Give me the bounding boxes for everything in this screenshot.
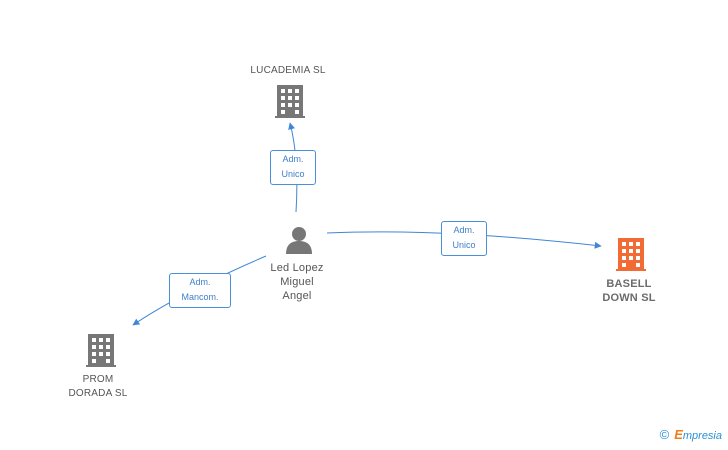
- building-icon[interactable]: [275, 85, 305, 118]
- person-name-line-2: Miguel: [280, 276, 314, 288]
- role-badge-line-1: Adm.: [189, 277, 211, 287]
- company-label-prom[interactable]: PROM DORADA SL: [48, 373, 148, 401]
- person-name-line-1: Led Lopez: [270, 262, 324, 274]
- brand-logo: Empresia: [674, 427, 722, 442]
- role-badge-line-2: Mancom.: [181, 292, 219, 302]
- building-icon[interactable]: [86, 334, 116, 367]
- company-label-basell[interactable]: BASELL DOWN SL: [579, 277, 679, 305]
- role-badge-line-1: Adm.: [453, 225, 475, 235]
- company-name-line-1: BASELL: [606, 278, 652, 290]
- person-label[interactable]: Led Lopez Miguel Angel: [247, 261, 347, 303]
- copyright-icon: ©: [659, 427, 670, 442]
- building-icon[interactable]: [616, 238, 646, 271]
- role-badge-prom[interactable]: Adm. Mancom.: [169, 273, 231, 308]
- company-label-lucademia[interactable]: LUCADEMIA SL: [228, 64, 348, 78]
- role-badge-basell[interactable]: Adm. Unico: [441, 221, 487, 256]
- company-name-line-2: DOWN SL: [602, 292, 656, 304]
- person-name-line-3: Angel: [282, 290, 312, 302]
- company-name: LUCADEMIA SL: [250, 65, 326, 76]
- role-badge-lucademia[interactable]: Adm. Unico: [270, 150, 316, 185]
- person-icon[interactable]: [286, 227, 312, 254]
- company-name-line-1: PROM: [82, 374, 114, 385]
- company-name-line-2: DORADA SL: [68, 388, 128, 399]
- role-badge-line-1: Adm.: [282, 154, 304, 164]
- brand-name: mpresia: [682, 430, 722, 442]
- brand-initial: E: [674, 427, 683, 442]
- brand-watermark: © Empresia: [660, 427, 722, 442]
- role-badge-line-2: Unico: [452, 240, 476, 250]
- role-badge-line-2: Unico: [281, 169, 305, 179]
